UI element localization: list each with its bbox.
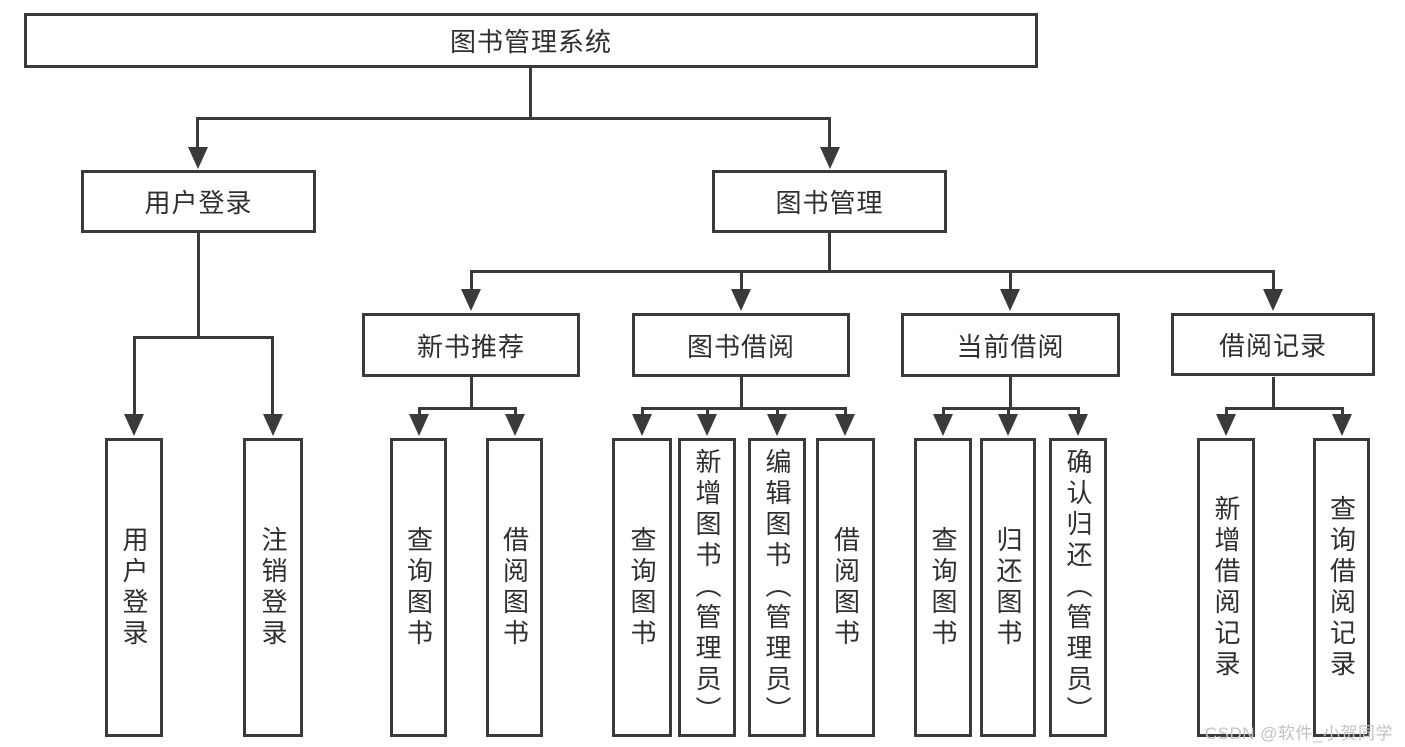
arrowhead-icon (1068, 414, 1088, 436)
connector-line (1009, 270, 1012, 291)
connector-line (133, 336, 136, 416)
connector-line (197, 233, 200, 338)
connector-line (1009, 377, 1012, 409)
arrowhead-icon (124, 414, 144, 436)
leaf-user-login: 用户登录 (105, 438, 163, 737)
node-current-borrowing: 当前借阅 (901, 313, 1120, 377)
arrowhead-icon (767, 414, 787, 436)
connector-line (196, 117, 831, 120)
leaf-borrow-books: 借阅图书 (816, 438, 875, 737)
arrowhead-icon (1263, 289, 1283, 311)
connector-line (1225, 407, 1228, 416)
leaf-confirm-return-admin: 确认归还（管理员） (1049, 438, 1107, 737)
leaf-label: 查询图书 (928, 525, 958, 650)
connector-line (1341, 407, 1344, 416)
arrowhead-icon (461, 289, 481, 311)
leaf-query-borrow-record: 查询借阅记录 (1313, 438, 1370, 737)
node-label: 新书推荐 (416, 331, 525, 362)
connector-line (470, 377, 473, 409)
connector-line (828, 117, 831, 149)
connector-line (942, 407, 945, 416)
arrowhead-icon (1000, 289, 1020, 311)
connector-line (418, 407, 517, 410)
arrowhead-icon (505, 414, 525, 436)
connector-line (1225, 407, 1343, 410)
connector-line (418, 407, 421, 416)
leaf-add-borrow-record: 新增借阅记录 (1197, 438, 1255, 737)
connector-line (196, 117, 199, 149)
leaf-label: 注销登录 (258, 525, 288, 650)
node-library-management-system: 图书管理系统 (24, 13, 1038, 68)
leaf-logout: 注销登录 (243, 438, 303, 737)
connector-line (514, 407, 517, 416)
leaf-label: 借阅图书 (830, 525, 861, 650)
arrowhead-icon (835, 414, 855, 436)
leaf-label: 归还图书 (993, 525, 1023, 650)
leaf-query-books-recommend: 查询图书 (390, 438, 447, 737)
node-label: 当前借阅 (956, 331, 1065, 362)
connector-line (1007, 407, 1010, 416)
node-label: 图书管理系统 (449, 27, 612, 57)
connector-line (942, 407, 1079, 410)
connector-line (706, 407, 709, 416)
arrowhead-icon (731, 289, 751, 311)
connector-line (470, 270, 473, 291)
arrowhead-icon (998, 414, 1018, 436)
node-book-management: 图书管理 (712, 170, 947, 233)
leaf-add-book-admin: 新增图书（管理员） (678, 438, 736, 737)
leaf-borrow-books-recommend: 借阅图书 (486, 438, 543, 737)
leaf-label: 查询图书 (403, 525, 434, 650)
connector-line (641, 407, 846, 410)
connector-line (470, 270, 1275, 273)
arrowhead-icon (188, 147, 208, 169)
leaf-label: 借阅图书 (499, 525, 530, 650)
connector-line (133, 336, 274, 339)
connector-line (740, 270, 743, 291)
leaf-label: 新增图书（管理员） (692, 448, 722, 727)
connector-line (740, 377, 743, 409)
node-label: 图书借阅 (686, 331, 795, 362)
connector-line (844, 407, 847, 416)
node-label: 用户登录 (144, 188, 253, 218)
leaf-query-books-current: 查询图书 (914, 438, 972, 737)
node-book-borrowing: 图书借阅 (632, 313, 850, 377)
arrowhead-icon (1332, 414, 1352, 436)
connector-line (1272, 377, 1275, 409)
arrowhead-icon (820, 147, 840, 169)
arrowhead-icon (697, 414, 717, 436)
leaf-query-books-borrowing: 查询图书 (612, 438, 672, 737)
leaf-label: 确认归还（管理员） (1063, 448, 1093, 727)
connector-line (271, 336, 274, 416)
leaf-label: 查询图书 (627, 525, 657, 650)
arrowhead-icon (933, 414, 953, 436)
connector-line (776, 407, 779, 416)
node-label: 借阅记录 (1218, 331, 1327, 361)
leaf-return-books: 归还图书 (980, 438, 1036, 737)
node-label: 图书管理 (775, 188, 884, 218)
leaf-label: 查询借阅记录 (1326, 494, 1357, 681)
arrowhead-icon (1216, 414, 1236, 436)
node-new-book-recommendation: 新书推荐 (362, 313, 580, 377)
connector-line (828, 233, 831, 272)
connector-line (641, 407, 644, 416)
leaf-label: 编辑图书（管理员） (762, 448, 792, 727)
connector-line (1077, 407, 1080, 416)
leaf-label: 新增借阅记录 (1211, 494, 1241, 681)
csdn-watermark: CSDN @软件_小贺同学 (1204, 724, 1393, 743)
node-user-login: 用户登录 (81, 170, 316, 233)
leaf-edit-book-admin: 编辑图书（管理员） (748, 438, 806, 737)
node-borrowing-records: 借阅记录 (1171, 313, 1375, 376)
arrowhead-icon (632, 414, 652, 436)
connector-line (1272, 270, 1275, 291)
arrowhead-icon (263, 414, 283, 436)
connector-line (529, 68, 532, 119)
leaf-label: 用户登录 (119, 525, 149, 650)
arrowhead-icon (409, 414, 429, 436)
